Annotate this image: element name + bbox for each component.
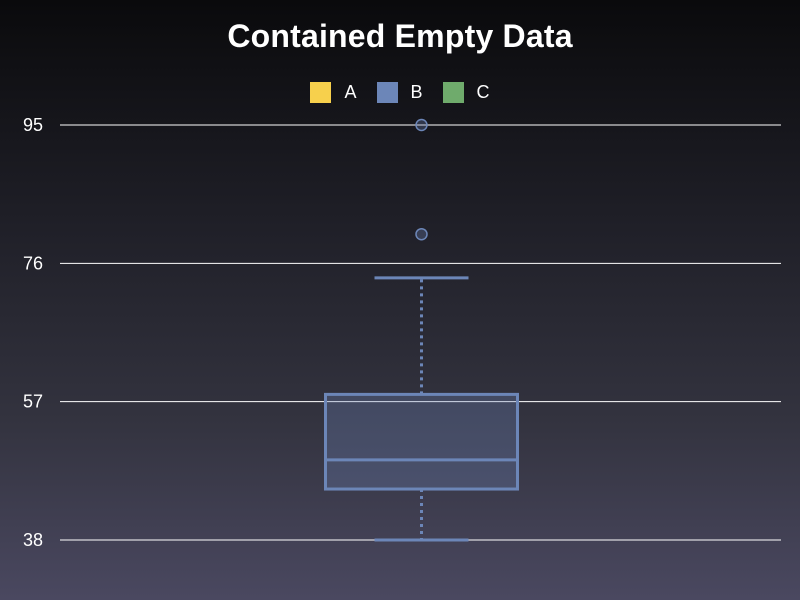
legend-label-b: B [410,81,423,102]
box-iqr [324,392,519,491]
legend-label-c: C [476,81,490,102]
legend-swatch-a [310,81,332,103]
legend-label-a: A [344,81,357,102]
y-axis-ticks: 95 76 57 38 [23,115,43,550]
legend-swatch-b [376,81,398,103]
chart-title: Contained Empty Data [227,18,573,54]
legend-item-b[interactable]: B [376,81,423,103]
legend-item-a[interactable]: A [310,81,357,103]
outlier-point-1 [415,227,428,241]
box-b [324,118,519,542]
y-tick-label-38: 38 [23,530,43,550]
outlier-point-0 [415,118,428,132]
legend-item-c[interactable]: C [442,81,490,103]
box-series [324,118,519,542]
y-tick-label-95: 95 [23,115,43,135]
y-tick-label-57: 57 [23,392,43,412]
legend-swatch-c [442,81,464,103]
chart-legend: A B C [0,80,800,104]
y-tick-label-76: 76 [23,253,43,273]
